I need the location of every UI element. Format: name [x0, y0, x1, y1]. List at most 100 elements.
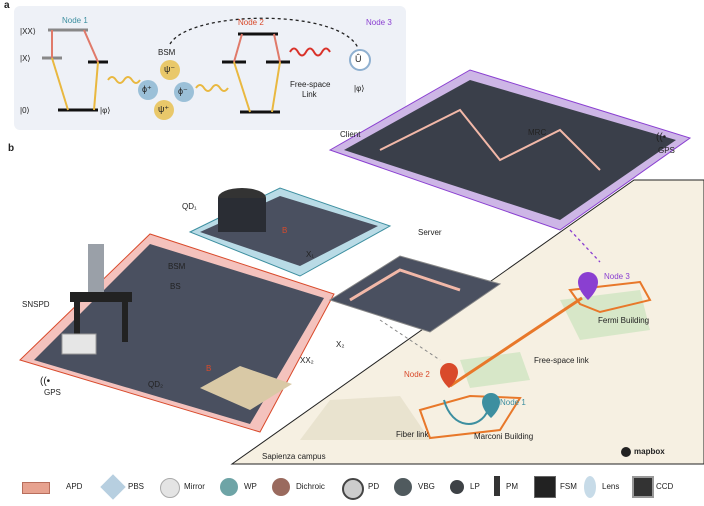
unitary-label: Û — [355, 54, 362, 64]
bsm-label: BSM — [158, 48, 176, 57]
server-node2-link — [379, 319, 441, 361]
bell-phi-plus-circle — [138, 80, 158, 100]
node2-transition-d — [271, 61, 281, 113]
campus-map-panel — [230, 179, 704, 465]
qd1-cryostat — [218, 198, 266, 232]
gps-top-label: GPS — [658, 146, 675, 155]
client-label: Client — [340, 130, 361, 139]
legend-wp: WP — [244, 482, 257, 491]
vbg-icon — [394, 478, 412, 496]
dichroic-icon — [272, 478, 290, 496]
bell-phi-minus-label: ϕ⁻ — [178, 86, 188, 96]
panel-b-setup-illustration — [19, 69, 704, 465]
fsm-icon — [534, 476, 556, 498]
legend-pbs: PBS — [128, 482, 145, 491]
legend-ccd: CCD — [656, 482, 674, 491]
node2-title: Node 2 — [238, 18, 264, 27]
map-park-2 — [460, 352, 530, 388]
legend-lens: Lens — [602, 482, 620, 491]
bell-psi-minus-label: ψ⁻ — [164, 64, 176, 74]
panel-a-letter: a — [4, 0, 10, 11]
free-space-link-label: Free-space link — [534, 356, 589, 365]
legend-mirror: Mirror — [184, 482, 205, 491]
snspd-electronics — [61, 333, 97, 355]
bsm-setup-label: BSM — [168, 262, 186, 271]
snspd-leg-right — [122, 302, 128, 342]
legend-vbg: VBG — [418, 482, 435, 491]
mrc-label: MRC — [528, 128, 547, 137]
legend-pm: PM — [506, 482, 518, 491]
server-label: Server — [418, 228, 442, 237]
snspd-label: SNSPD — [22, 300, 50, 309]
x2-label: X₂ — [336, 340, 345, 349]
client-node3-link — [569, 229, 601, 263]
lens-icon — [584, 476, 596, 498]
map-block-1 — [300, 396, 430, 440]
apd-icon — [22, 482, 50, 494]
fermi-building-label: Fermi Building — [598, 316, 650, 325]
node2-transition-a — [233, 33, 243, 63]
legend-lp: LP — [470, 482, 480, 491]
map-node2-label: Node 2 — [404, 370, 430, 379]
panel-a-energy-diagram — [42, 17, 371, 120]
map-park-1 — [560, 290, 650, 340]
unitary-circle — [349, 49, 371, 71]
node1-photon-wave — [107, 76, 141, 84]
marconi-outline — [418, 394, 522, 440]
snspd-table-top — [70, 292, 132, 302]
b-field-1-label: B — [282, 226, 288, 235]
qd2-label: QD₂ — [148, 380, 164, 389]
xx2-label: XX₂ — [300, 356, 314, 365]
x1-label: X₁ — [306, 250, 315, 259]
node1-transition-b — [83, 29, 99, 63]
node1-transition-d — [93, 61, 99, 111]
node3-pin — [578, 272, 598, 300]
fiber-route — [443, 399, 489, 425]
photodiode-icon — [342, 478, 364, 500]
gps-top-icon: ((• — [656, 132, 667, 143]
bs-label: BS — [170, 282, 181, 291]
link-label: Link — [302, 90, 317, 99]
snspd-dewar — [88, 244, 104, 294]
gps-bottom-icon: ((• — [40, 376, 51, 387]
bell-psi-plus-circle — [154, 100, 174, 120]
node2-pin — [440, 363, 458, 388]
node1-transition-c — [51, 57, 69, 111]
node2-photon-wave-red — [289, 47, 331, 57]
mapbox-label: mapbox — [634, 447, 665, 456]
legend-dichroic: Dichroic — [296, 482, 325, 491]
node2-photon-wave-yellow — [195, 84, 229, 92]
marconi-building-label: Marconi Building — [474, 432, 534, 441]
bell-phi-plus-label: ϕ⁺ — [142, 84, 152, 94]
sapienza-campus-label: Sapienza campus — [262, 452, 326, 461]
server-beam-path — [349, 268, 461, 302]
bell-psi-plus-label: ψ⁺ — [158, 104, 170, 114]
legend-apd: APD — [66, 482, 83, 491]
bell-phi-minus-circle — [174, 82, 194, 102]
node1-pin — [482, 393, 500, 418]
b-field-2-label: B — [206, 364, 212, 373]
mapbox-logo-icon — [621, 447, 631, 457]
free-space-route — [449, 296, 583, 388]
bell-psi-minus-circle — [160, 60, 180, 80]
state-phi-node3-label: |φ⟩ — [354, 84, 365, 93]
client-table — [344, 80, 676, 220]
legend-fsm: FSM — [560, 482, 577, 491]
state-phi-node1-label: |φ⟩ — [100, 106, 111, 115]
pbs-icon — [100, 474, 126, 500]
node2-transition-c — [233, 61, 251, 113]
state-x-label: |X⟩ — [20, 54, 31, 63]
server-table — [328, 255, 502, 333]
longpass-icon — [450, 480, 464, 494]
legend-pd: PD — [368, 482, 380, 491]
map-node3-label: Node 3 — [604, 272, 630, 281]
fiber-link-label: Fiber link — [396, 430, 429, 439]
node2-transition-b — [273, 33, 281, 63]
node3-title: Node 3 — [366, 18, 392, 27]
snspd-leg-left — [74, 302, 80, 342]
gps-bottom-label: GPS — [44, 388, 61, 397]
qd1-label: QD₁ — [182, 202, 197, 211]
ccd-icon — [632, 476, 654, 498]
component-legend: APD PBS Mirror WP Dichroic PD VBG LP PM … — [0, 472, 704, 506]
state-xx-label: |XX⟩ — [20, 27, 36, 36]
